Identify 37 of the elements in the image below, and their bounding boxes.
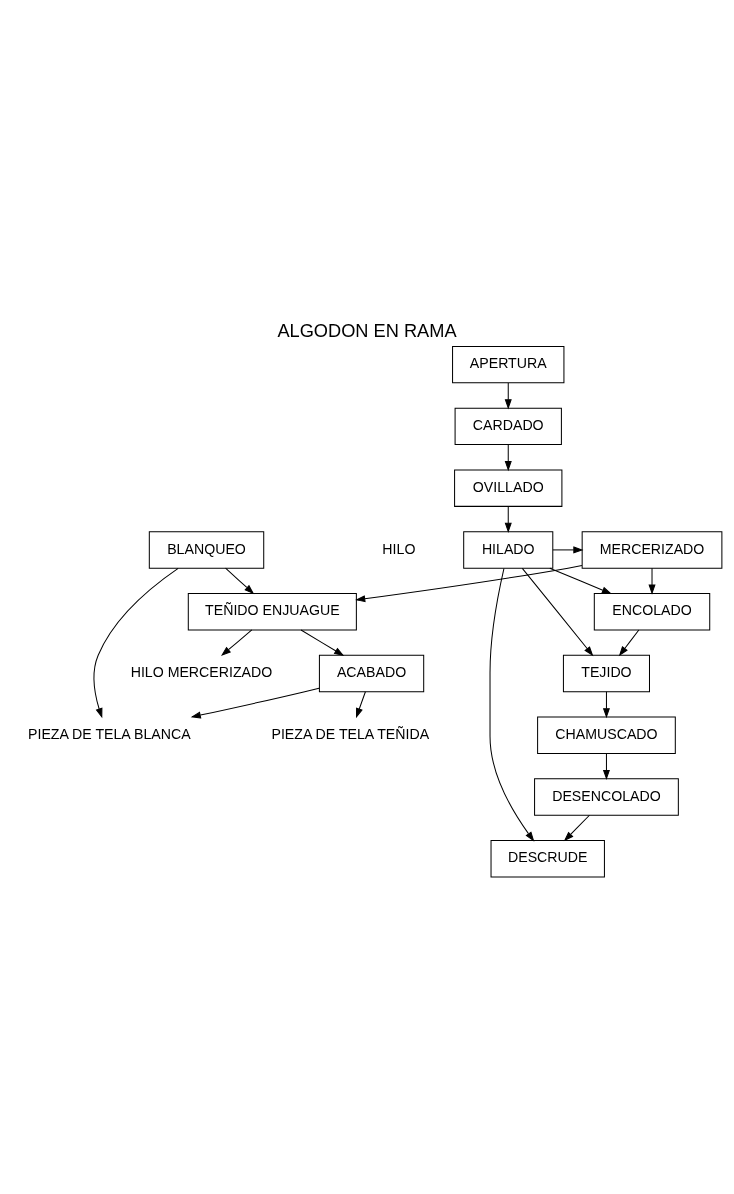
arrow <box>552 545 584 553</box>
arrow <box>563 814 590 841</box>
arrow <box>93 567 179 718</box>
arrow <box>225 567 255 594</box>
arrow <box>549 567 612 594</box>
arrow <box>300 628 345 656</box>
node-box: APERTURA <box>452 345 565 383</box>
node-box: MERCERIZADO <box>581 530 723 569</box>
diagram-title: ALGODON EN RAMA <box>277 320 457 341</box>
arrow <box>618 628 640 656</box>
node-box: TEÑIDO ENJUAGUE <box>187 592 357 630</box>
arrow <box>521 567 594 656</box>
node-box: TEJIDO <box>562 654 650 692</box>
node-box: ACABADO <box>318 654 425 692</box>
node-box: BLANQUEO <box>148 530 265 569</box>
node-box: DESENCOLADO <box>534 777 679 816</box>
node-box: CARDADO <box>454 407 562 445</box>
arrow <box>190 687 320 719</box>
node-text: PIEZA DE TELA BLANCA <box>28 725 191 742</box>
arrow <box>355 564 583 602</box>
label: HILO <box>382 540 416 557</box>
arrow <box>504 381 512 409</box>
arrow <box>648 567 656 595</box>
node-box: CHAMUSCADO <box>537 715 676 754</box>
node-box: HILADO <box>463 530 554 569</box>
node-box: OVILLADO <box>454 468 563 507</box>
arrow <box>602 752 610 780</box>
arrow <box>504 505 512 533</box>
node-box: DESCRUDE <box>490 839 605 877</box>
node-text: HILO MERCERIZADO <box>130 663 273 680</box>
arrow <box>602 690 610 718</box>
arrow <box>504 443 512 471</box>
node-text: PIEZA DE TELA TEÑIDA <box>271 725 430 742</box>
arrow <box>356 690 366 718</box>
node-box: ENCOLADO <box>593 592 711 630</box>
arrow <box>489 567 535 842</box>
arrow <box>220 628 253 656</box>
